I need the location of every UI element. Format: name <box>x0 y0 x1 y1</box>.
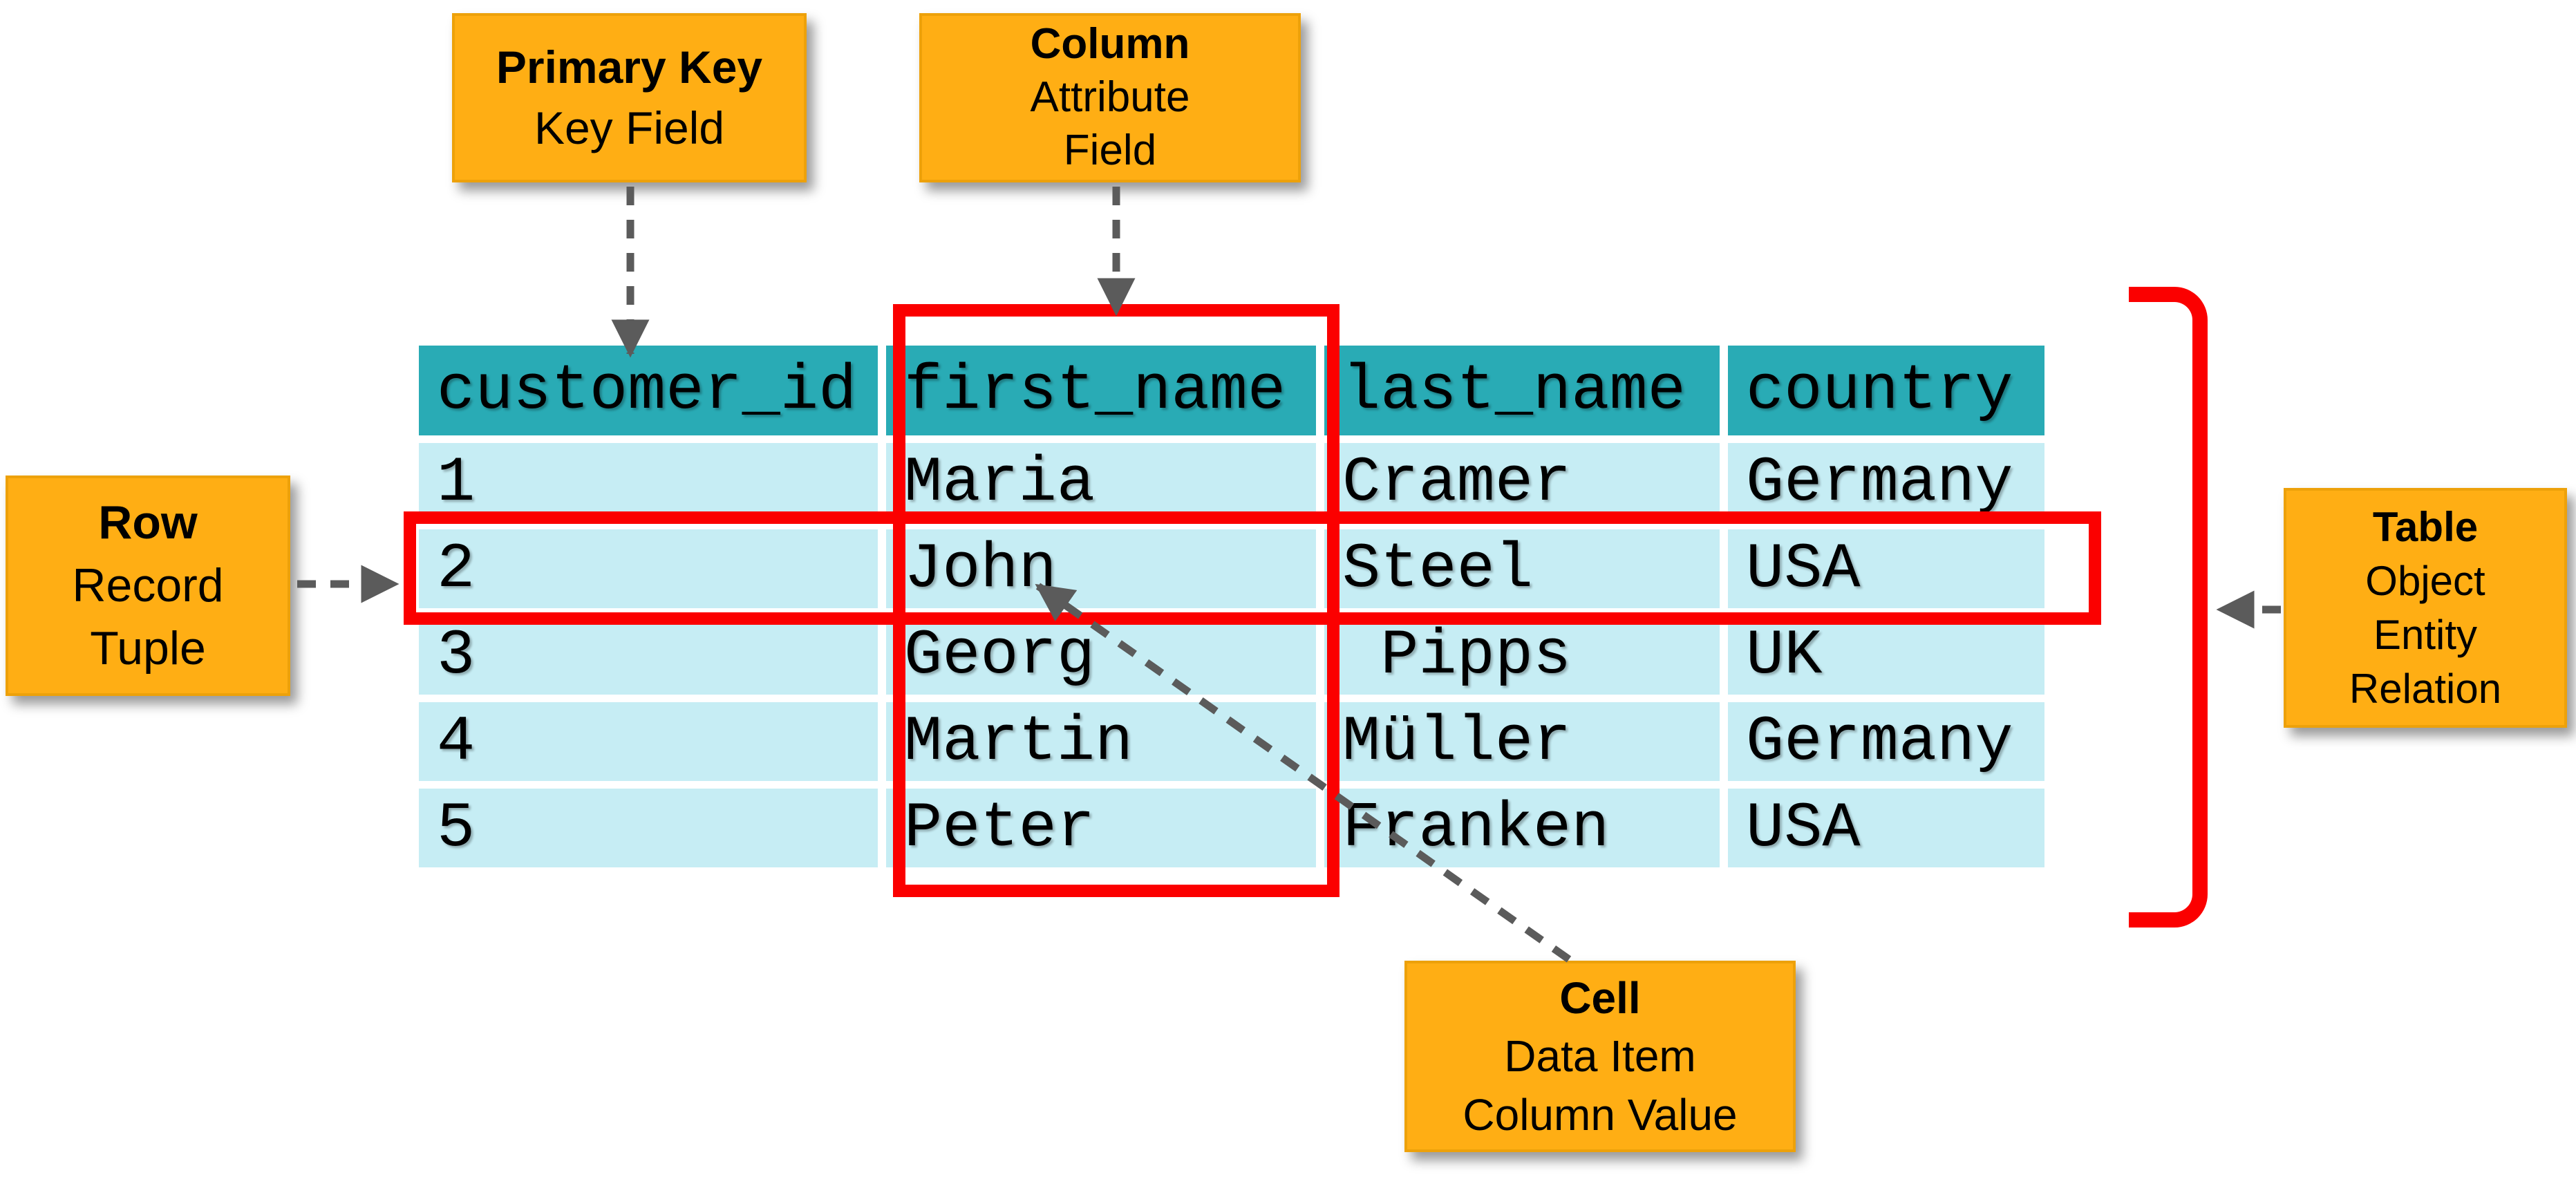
callout-line: Tuple <box>90 622 206 675</box>
callout-line: Relation <box>2349 665 2502 712</box>
column-header-first_name: first_name <box>886 346 1316 435</box>
column-header-customer_id: customer_id <box>419 346 878 435</box>
callout-line: Attribute <box>1030 73 1190 122</box>
table-cell-r2-country: USA <box>1728 529 2044 608</box>
table-cell-r5-last_name: Franken <box>1324 789 1720 867</box>
callout-line: Object <box>2365 557 2485 604</box>
callout-line: Column Value <box>1463 1089 1738 1140</box>
row-highlight-rectangle <box>404 511 2101 625</box>
table-cell-r2-customer_id: 2 <box>419 529 878 608</box>
column-header-country: country <box>1728 346 2044 435</box>
callout-line: Field <box>1063 126 1157 174</box>
table-cell-r4-last_name: Müller <box>1324 702 1720 781</box>
table-cell-r4-customer_id: 4 <box>419 702 878 781</box>
table-cell-r3-country: UK <box>1728 616 2044 695</box>
table-cell-r1-first_name: Maria <box>886 443 1316 522</box>
callout-line: Entity <box>2373 611 2478 658</box>
callout-title: Row <box>98 496 198 549</box>
callout-line: Key Field <box>534 102 725 153</box>
column-header-last_name: last_name <box>1324 346 1720 435</box>
table-cell-r5-customer_id: 5 <box>419 789 878 867</box>
callout-title: Column <box>1030 20 1190 68</box>
table-cell-r1-last_name: Cramer <box>1324 443 1720 522</box>
callout-primary-key: Primary Key Key Field <box>452 13 807 182</box>
table-cell-r4-country: Germany <box>1728 702 2044 781</box>
callout-lines: Key Field <box>534 98 724 158</box>
table-cell-r3-last_name: Pipps <box>1324 616 1720 695</box>
callout-title: Cell <box>1559 972 1641 1023</box>
table-bracket <box>2129 287 2208 928</box>
callout-title: Primary Key <box>496 41 763 93</box>
callout-line: Data Item <box>1504 1031 1696 1082</box>
table-cell-r1-country: Germany <box>1728 443 2044 522</box>
callout-line: Record <box>72 558 224 612</box>
table-cell-r1-customer_id: 1 <box>419 443 878 522</box>
table-cell-r3-customer_id: 3 <box>419 616 878 695</box>
table-cell-r5-country: USA <box>1728 789 2044 867</box>
callout-title: Table <box>2372 503 2479 550</box>
